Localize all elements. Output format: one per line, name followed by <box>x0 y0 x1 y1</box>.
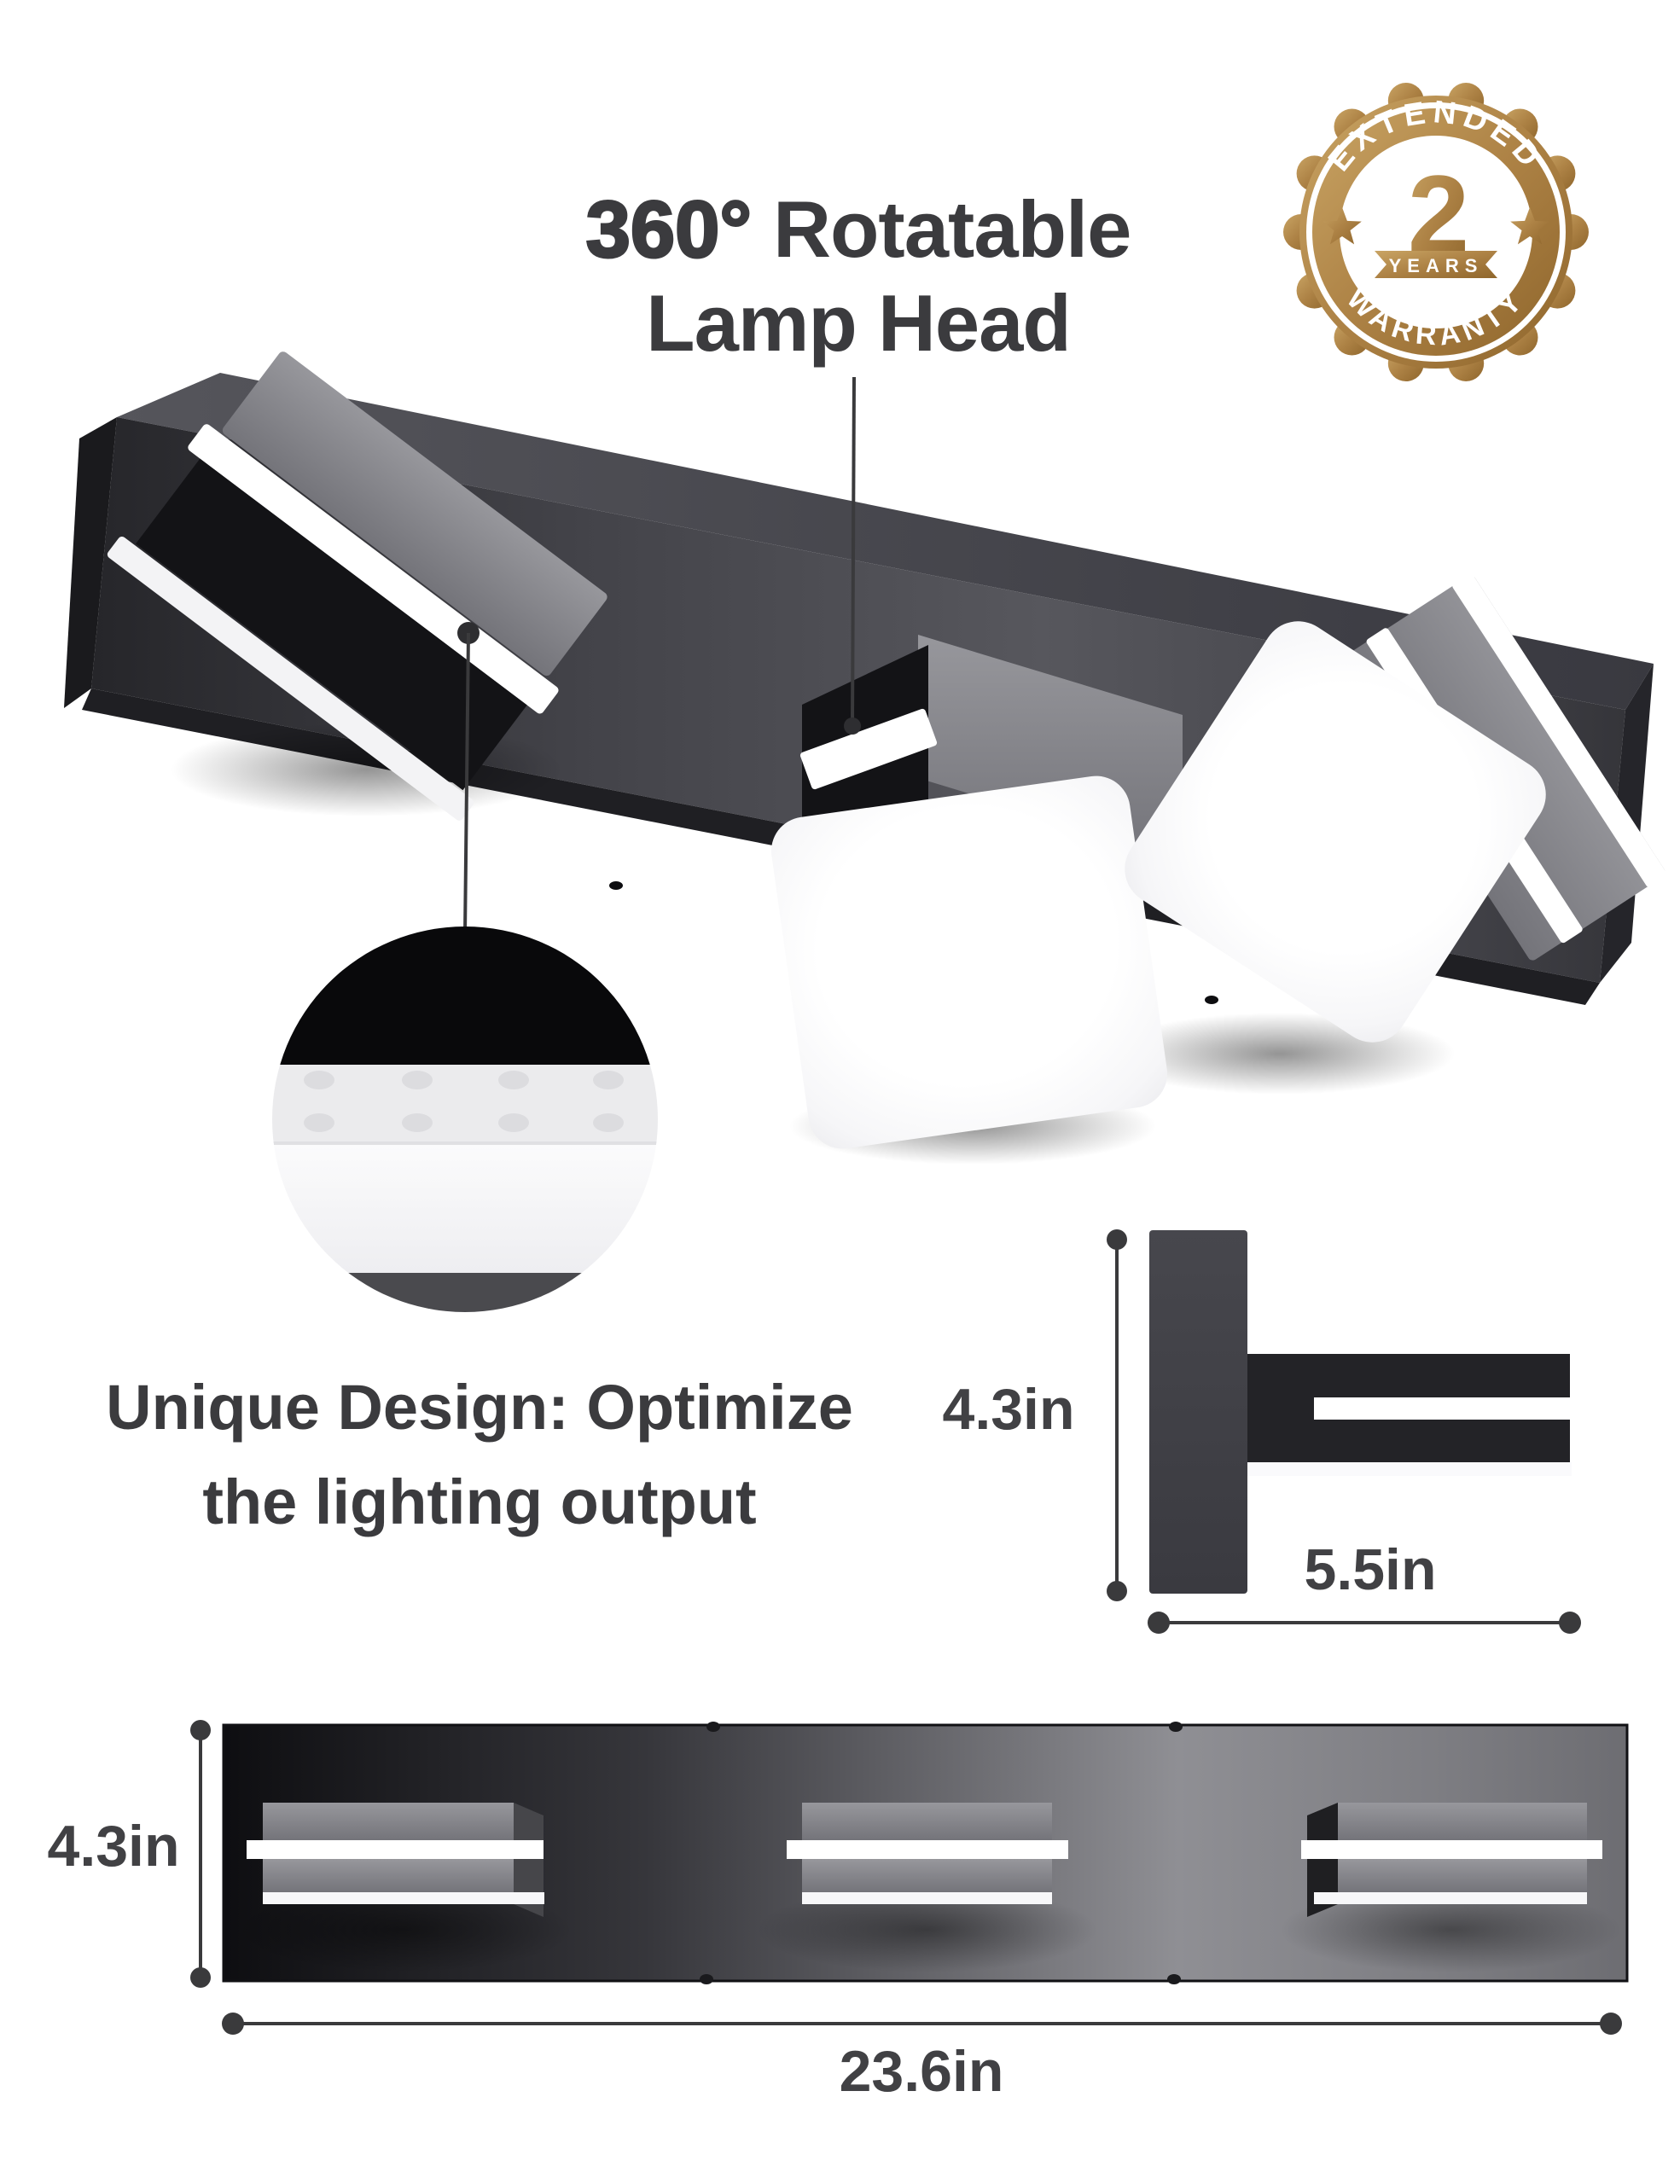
side-height-dimension-line <box>1107 1229 1127 1601</box>
dimension-label-side-depth: 5.5in <box>1304 1537 1437 1602</box>
rotatable-head-2 <box>770 635 1183 1149</box>
front-screw <box>1169 1722 1183 1732</box>
front-height-dimension-line <box>190 1720 211 1988</box>
front-screw <box>706 1722 720 1732</box>
feature-text: Unique Design: Optimize the lighting out… <box>96 1360 863 1549</box>
warranty-badge: EXTENDED WARRANTY 2 YEARS <box>1274 70 1598 394</box>
title-line-2: Lamp Head <box>646 277 1072 368</box>
title-pointer <box>844 376 861 735</box>
badge-years-text: YEARS <box>1389 255 1484 276</box>
side-backplate <box>1149 1230 1247 1594</box>
title-line-1: 360° Rotatable <box>584 183 1131 276</box>
side-head-bottom-glow <box>1247 1462 1572 1476</box>
badge-years-ribbon <box>1375 251 1497 278</box>
mounting-screw <box>1205 996 1218 1004</box>
detail-zoom-circle <box>272 926 658 1312</box>
vanity-light-3d-view <box>64 351 1667 1312</box>
dimension-label-side-height: 4.3in <box>942 1377 1075 1442</box>
front-screw <box>700 1974 713 1984</box>
dimension-label-front-width: 23.6in <box>839 2039 1004 2104</box>
page-title: 360° Rotatable Lamp Head <box>474 183 1242 370</box>
head3-acrylic-face <box>1125 621 1546 1043</box>
feature-line-2: the lighting output <box>202 1467 757 1537</box>
front-head-3 <box>1280 1803 1621 1972</box>
side-depth-dimension-line <box>1148 1612 1581 1634</box>
detail-pointer <box>457 622 480 935</box>
feature-line-1: Unique Design: Optimize <box>106 1372 853 1443</box>
led-dot-grid <box>304 1071 624 1132</box>
front-width-dimension-line <box>222 2013 1622 2035</box>
fixture-bar-left-cap <box>64 417 117 708</box>
front-view-diagram <box>190 1720 1629 2035</box>
warranty-badge-seal: EXTENDED WARRANTY 2 YEARS <box>1283 83 1589 381</box>
side-view-diagram <box>1107 1229 1581 1634</box>
fixture-bar-top-face <box>117 373 1654 710</box>
front-screw <box>1167 1974 1181 1984</box>
mounting-screw <box>609 881 623 890</box>
front-head-2 <box>756 1803 1097 1972</box>
head2-acrylic-face <box>770 775 1168 1149</box>
side-head-led-slot <box>1314 1397 1572 1420</box>
head2-led-slot <box>799 708 938 790</box>
front-head-1 <box>232 1803 573 1972</box>
title-degree: 360° <box>584 183 753 276</box>
rotatable-head-3 <box>1125 572 1667 1043</box>
dimension-label-front-height: 4.3in <box>47 1814 180 1879</box>
